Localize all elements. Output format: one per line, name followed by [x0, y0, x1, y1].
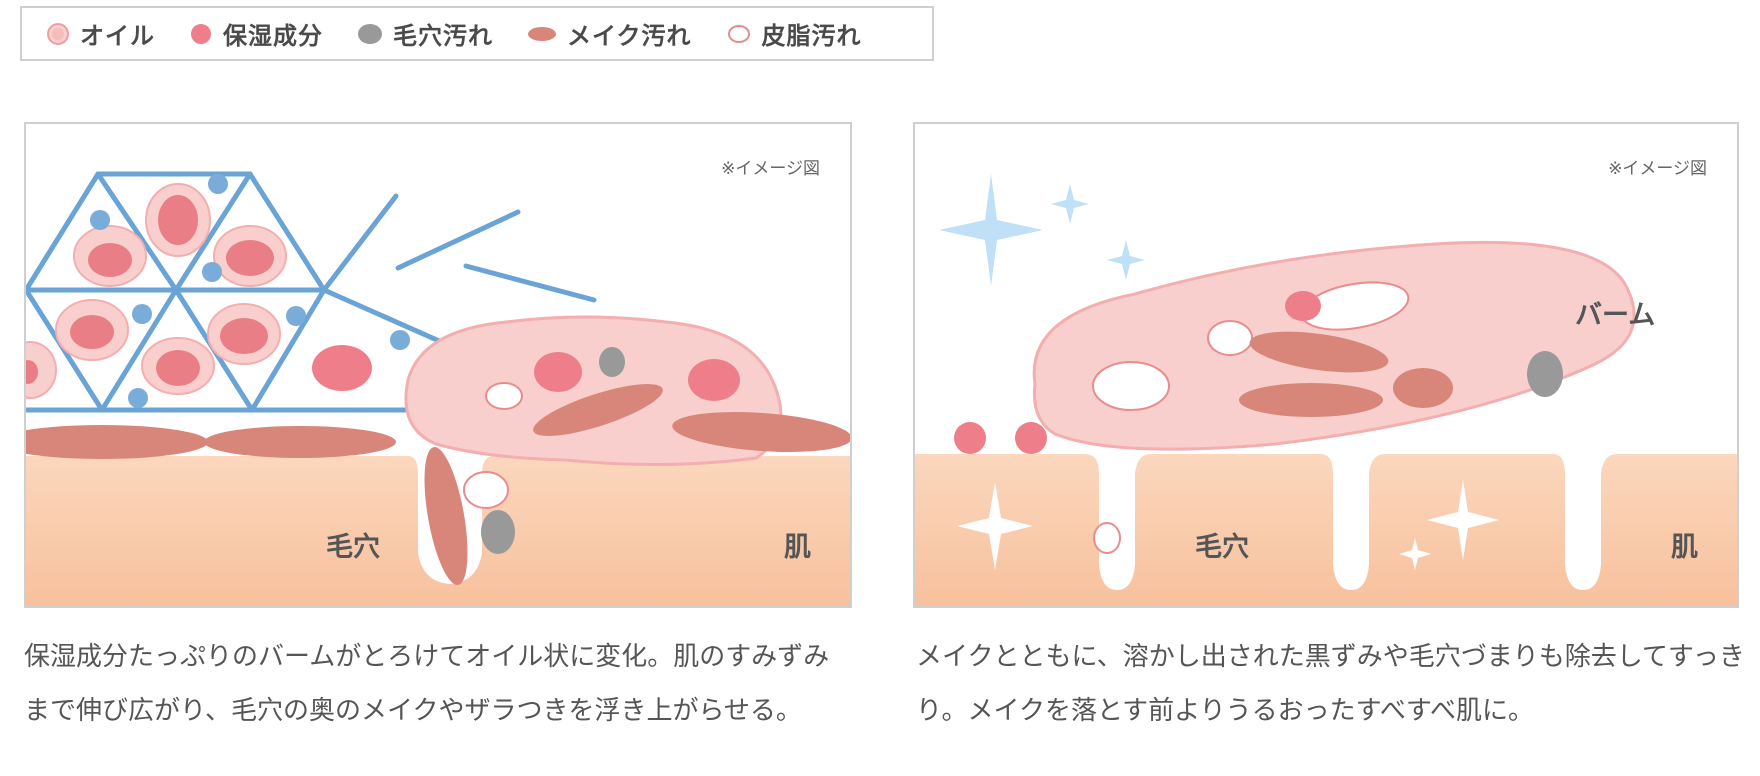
makeup-swatch-icon: [528, 26, 556, 41]
sparkle-icon: [939, 174, 1043, 286]
moisture-swatch-icon: [191, 23, 211, 44]
sparkle-icon: [1399, 538, 1431, 570]
legend-label: 毛穴汚れ: [393, 22, 493, 50]
sparkle-icon: [1051, 184, 1089, 224]
sparkle-icons: [939, 174, 1145, 286]
sparkle-icon: [1427, 480, 1499, 560]
skin-layer: [915, 454, 1737, 606]
legend-item-pore-dirt: 毛穴汚れ: [357, 16, 493, 51]
oil-cells: [26, 183, 372, 399]
moisture-dots: [90, 174, 410, 408]
legend-label: オイル: [80, 22, 155, 50]
image-note: ※イメージ図: [1608, 159, 1707, 179]
legend-item-oil: オイル: [46, 16, 155, 51]
sparkle-icon: [957, 482, 1033, 570]
right-caption: メイクとともに、溶かし出された黒ずみや毛穴づまりも除去してすっきり。メイクを落と…: [916, 642, 1745, 726]
oil-swatch-icon: [47, 22, 69, 45]
left-caption: 保湿成分たっぷりのバームがとろけてオイル状に変化。肌のすみずみまで伸び広がり、毛…: [24, 642, 830, 726]
right-illustration-panel: バーム 毛穴 肌 ※イメージ図: [913, 122, 1739, 608]
balm-label: バーム: [1575, 300, 1655, 331]
pore-label: 毛穴: [326, 532, 380, 563]
image-note: ※イメージ図: [721, 159, 820, 179]
legend-item-makeup: メイク汚れ: [527, 16, 692, 51]
skin-layer: [26, 456, 850, 606]
legend-item-moisture: 保湿成分: [189, 16, 323, 51]
legend: オイル 保湿成分 毛穴汚れ メイク汚れ 皮脂汚れ: [20, 6, 934, 61]
legend-label: 皮脂汚れ: [761, 22, 862, 50]
sparkle-icon: [1107, 240, 1145, 280]
skin-label: 肌: [1671, 532, 1698, 563]
left-illustration: 毛穴 肌: [26, 171, 850, 606]
legend-item-sebum: 皮脂汚れ: [726, 16, 862, 51]
legend-label: 保湿成分: [223, 22, 323, 50]
right-illustration: バーム 毛穴 肌: [915, 174, 1737, 606]
pore-label: 毛穴: [1195, 532, 1249, 563]
legend-label: メイク汚れ: [567, 22, 692, 50]
left-illustration-panel: 毛穴 肌 ※イメージ図: [24, 122, 852, 608]
skin-sparkle-icons: [957, 480, 1499, 570]
skin-label: 肌: [784, 532, 811, 563]
sebum-swatch-icon: [727, 24, 750, 43]
pore-dirt-swatch-icon: [358, 23, 382, 44]
